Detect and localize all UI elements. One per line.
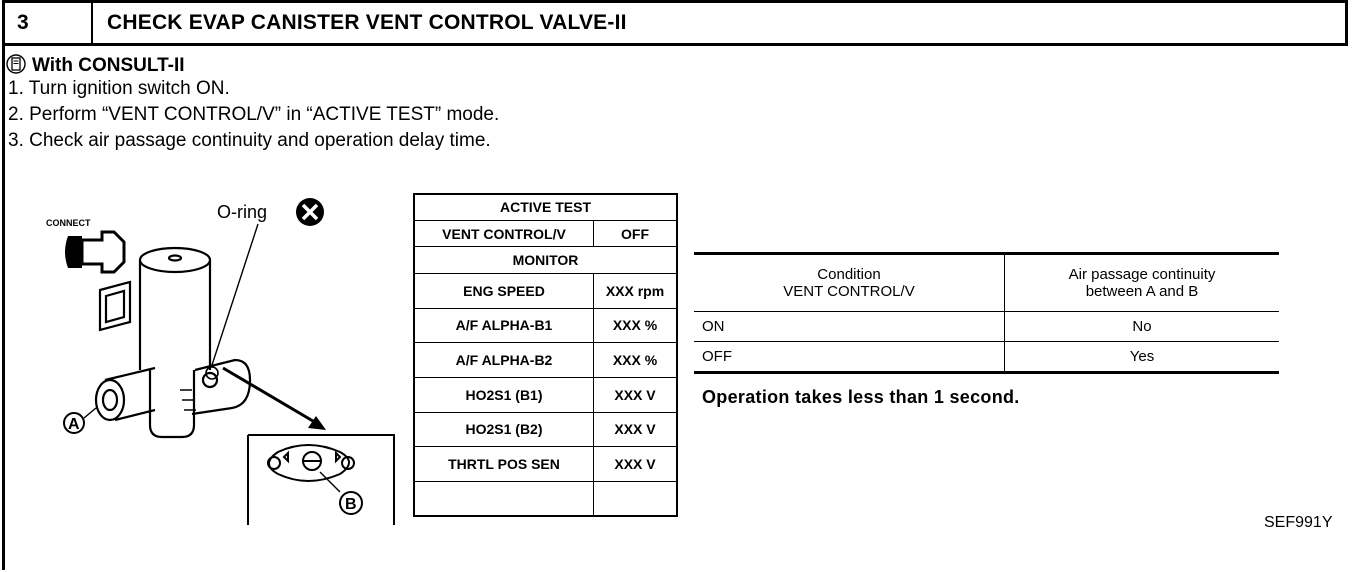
step-title: CHECK EVAP CANISTER VENT CONTROL VALVE-I… bbox=[107, 11, 627, 34]
monitor-item: THRTL POS SEN bbox=[413, 446, 594, 482]
result-cell: Yes bbox=[1004, 341, 1279, 374]
continuity-header-line2: between A and B bbox=[1085, 283, 1199, 300]
monitor-label: MONITOR bbox=[413, 246, 678, 274]
step-number: 3 bbox=[5, 3, 93, 43]
table-row: ON No bbox=[694, 311, 1279, 342]
condition-table: Condition VENT CONTROL/V Air passage con… bbox=[694, 252, 1279, 374]
condition-cell: OFF bbox=[694, 341, 1005, 374]
monitor-value: XXX % bbox=[593, 307, 678, 344]
monitor-value: XXX rpm bbox=[593, 272, 678, 309]
port-b-label: B bbox=[345, 496, 357, 513]
vent-control-label: VENT CONTROL/V bbox=[413, 219, 594, 248]
empty-cell bbox=[593, 480, 678, 517]
active-test-title: ACTIVE TEST bbox=[413, 193, 678, 221]
consult-heading: With CONSULT-II bbox=[6, 53, 185, 77]
instruction-step-2: 2. Perform “VENT CONTROL/V” in “ACTIVE T… bbox=[8, 104, 500, 125]
consult-heading-text: With CONSULT-II bbox=[32, 55, 185, 76]
monitor-item: HO2S1 (B1) bbox=[413, 376, 594, 413]
table-row: OFF Yes bbox=[694, 341, 1279, 374]
instruction-step-1: 1. Turn ignition switch ON. bbox=[8, 78, 230, 99]
monitor-value: XXX V bbox=[593, 411, 678, 448]
monitor-value: XXX V bbox=[593, 446, 678, 482]
connect-plug-icon bbox=[65, 236, 82, 268]
continuity-header-line1: Air passage continuity bbox=[1068, 266, 1216, 283]
condition-header-line1: Condition bbox=[817, 266, 881, 283]
condition-cell: ON bbox=[694, 311, 1005, 342]
figure-code: SEF991Y bbox=[1264, 514, 1333, 531]
operation-note: Operation takes less than 1 second. bbox=[702, 387, 1020, 407]
valve-illustration: CONNECT O-ring A bbox=[46, 198, 395, 525]
condition-header-line2: VENT CONTROL/V bbox=[783, 283, 915, 300]
continuity-header: Air passage continuity between A and B bbox=[1004, 252, 1279, 312]
connect-label: CONNECT bbox=[46, 218, 91, 228]
monitor-value: XXX % bbox=[593, 342, 678, 378]
condition-header: Condition VENT CONTROL/V bbox=[694, 252, 1005, 312]
monitor-item: HO2S1 (B2) bbox=[413, 411, 594, 448]
monitor-value: XXX V bbox=[593, 376, 678, 413]
oring-label: O-ring bbox=[217, 202, 267, 222]
empty-cell bbox=[413, 480, 594, 517]
step-header: 3 CHECK EVAP CANISTER VENT CONTROL VALVE… bbox=[2, 0, 1348, 46]
monitor-item: A/F ALPHA-B2 bbox=[413, 342, 594, 378]
active-test-table: ACTIVE TEST VENT CONTROL/V OFF MONITOR E… bbox=[413, 193, 678, 517]
instruction-step-3: 3. Check air passage continuity and oper… bbox=[8, 130, 491, 151]
vent-control-value: OFF bbox=[593, 219, 678, 248]
x-mark-icon bbox=[296, 198, 324, 226]
port-a-label: A bbox=[68, 416, 80, 433]
consult-icon bbox=[6, 54, 26, 74]
result-cell: No bbox=[1004, 311, 1279, 342]
monitor-item: ENG SPEED bbox=[413, 272, 594, 309]
monitor-item: A/F ALPHA-B1 bbox=[413, 307, 594, 344]
